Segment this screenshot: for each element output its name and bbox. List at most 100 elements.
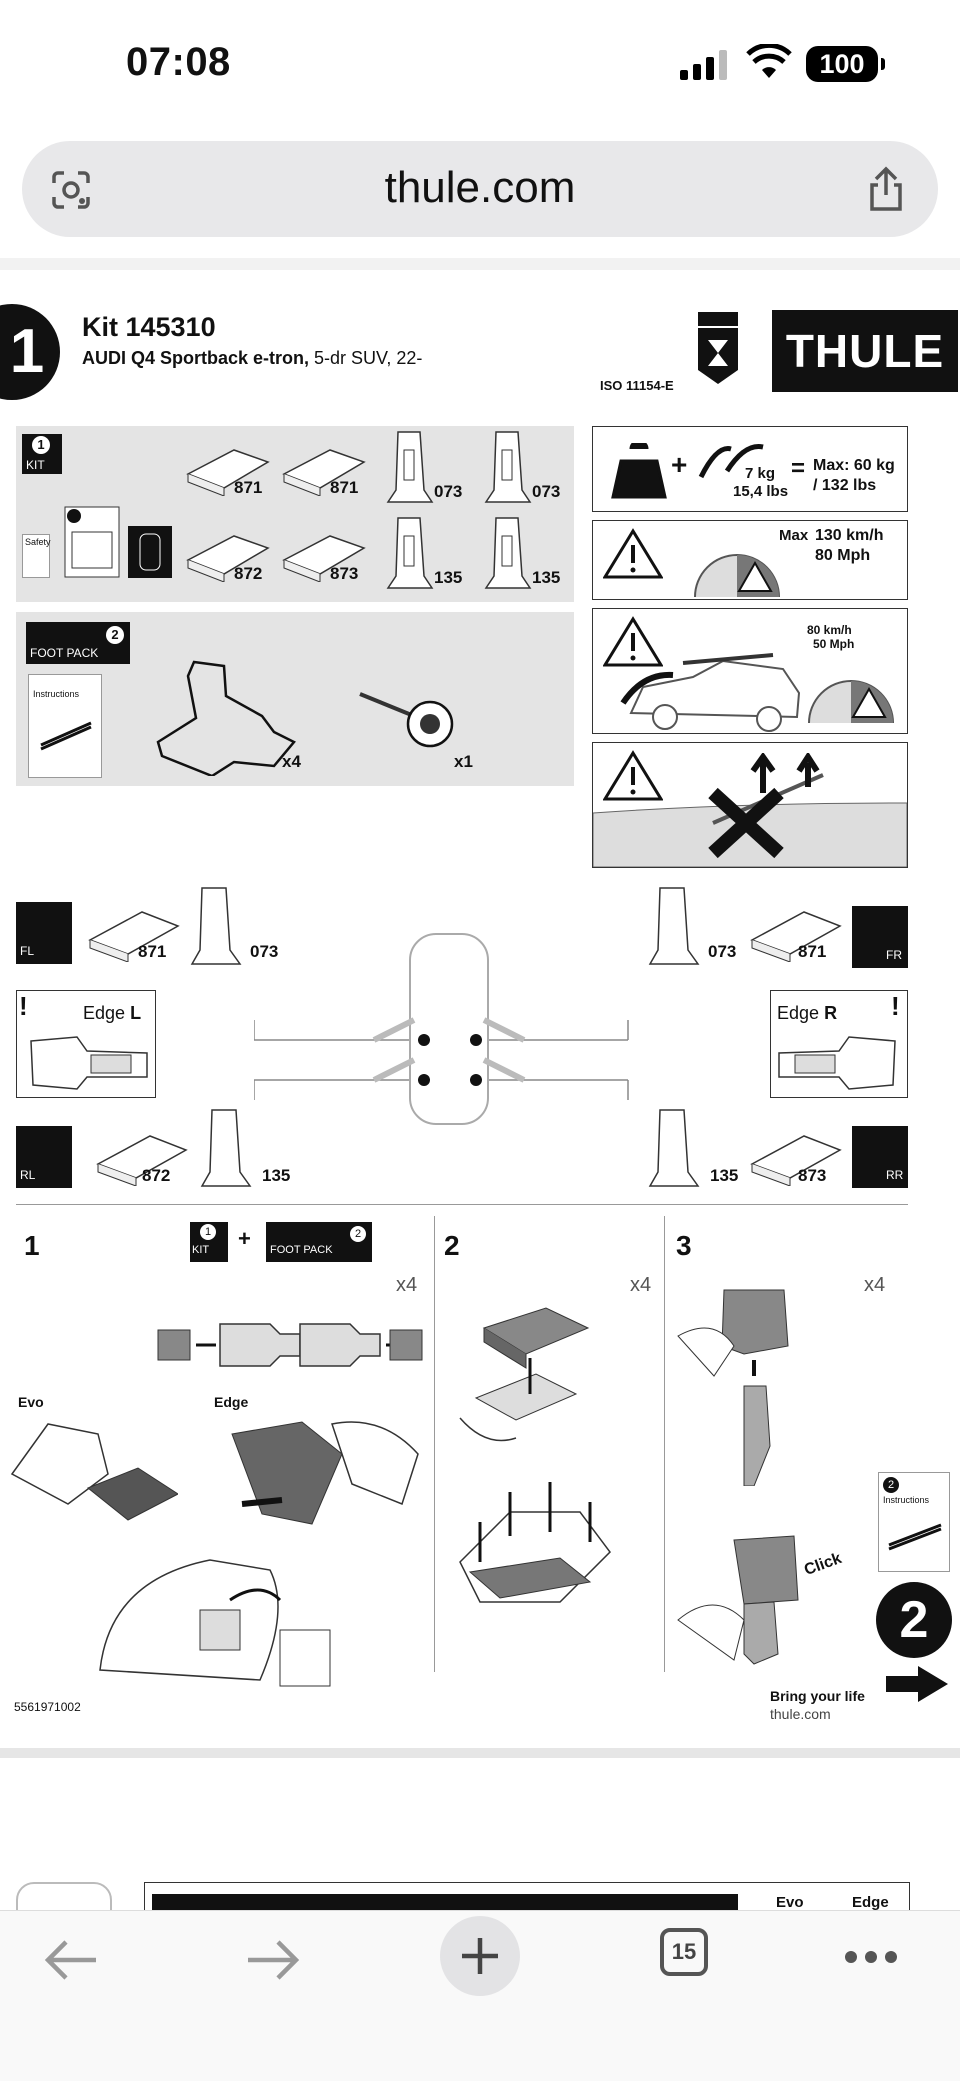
warning-icon	[603, 616, 663, 667]
roof-bar-icon	[888, 1523, 942, 1551]
part-number: 871	[798, 942, 827, 961]
load-capacity-box: + 7 kg 15,4 lbs = Max: 60 kg / 132 lbs	[592, 426, 908, 512]
back-arrow-icon[interactable]	[42, 1938, 98, 1982]
iso-label: ISO 11154-E	[600, 378, 674, 393]
plus-icon	[462, 1938, 498, 1974]
evo-label: Evo	[18, 1394, 44, 1410]
step-1-quantity: x4	[396, 1274, 418, 1296]
status-bar: 07:08 100	[0, 0, 960, 130]
guarantee-badge-icon	[698, 312, 738, 384]
instructions-booklet: Instructions	[28, 674, 102, 778]
bracket-illustration	[386, 431, 434, 503]
part-number: 135	[262, 1166, 291, 1185]
roof-bar-icon	[40, 721, 92, 751]
part-number: 073	[532, 482, 561, 501]
part-number: 872	[142, 1166, 171, 1185]
evo-foot-illustration	[10, 1423, 178, 1521]
foot-pack-panel: 2 FOOT PACK Instructions x4 x1	[16, 612, 574, 786]
key-tool-illustration	[359, 692, 454, 748]
share-icon[interactable]	[866, 165, 906, 213]
max-load-lbs: / 132 lbs	[813, 477, 877, 494]
equals-sign: =	[791, 455, 806, 482]
thule-logo: THULE	[772, 310, 958, 392]
pad-illustration	[186, 449, 270, 496]
new-tab-button[interactable]	[440, 1916, 520, 1996]
pad-press-illustration	[459, 1482, 611, 1603]
safety-sheet: Safety	[22, 534, 51, 578]
part-number: 873	[330, 564, 359, 583]
edge-right-box: ! Edge R	[770, 990, 908, 1098]
edge-foot-illustration	[778, 1036, 896, 1090]
position-rl: RL	[16, 1126, 72, 1188]
address-bar[interactable]: thule.com	[22, 141, 938, 237]
warning-icon	[603, 750, 663, 801]
step-number-badge: 1	[0, 304, 60, 400]
warning-icon	[603, 528, 663, 579]
load-lbs: 15,4 lbs	[733, 483, 789, 500]
step-1-number: 1	[24, 1230, 40, 1261]
divider	[16, 1204, 908, 1205]
foot-quantity: x4	[282, 752, 301, 771]
edge-foot-illustration	[30, 1036, 148, 1090]
bracket-illustration	[484, 517, 532, 589]
pad-illustration	[750, 1135, 842, 1186]
cellular-signal-icon	[680, 50, 727, 80]
pdf-viewer[interactable]: 1 Kit 145310 AUDI Q4 Sportback e-tron, 5…	[0, 258, 960, 1758]
bracket-illustration	[484, 431, 532, 503]
instruction-sheet: 1 Kit 145310 AUDI Q4 Sportback e-tron, 5…	[0, 270, 960, 1758]
click-in-illustration	[677, 1535, 799, 1665]
no-lift-warning-box	[592, 742, 908, 868]
clock: 07:08	[126, 40, 231, 84]
vehicle-card-illustration	[128, 526, 172, 578]
caution-mark: !	[891, 991, 900, 1021]
step-2-quantity: x4	[630, 1274, 652, 1296]
step-3-quantity: x4	[864, 1274, 886, 1296]
part-number: 073	[250, 942, 279, 961]
bracket-illustration	[190, 887, 242, 965]
instruction-booklet-illustration	[64, 506, 120, 578]
bracket-illustration	[648, 887, 700, 965]
car-with-roofrack-illustration	[620, 653, 801, 732]
tab-switcher-button[interactable]: 15	[660, 1928, 708, 1976]
speedometer-icon	[694, 554, 780, 598]
bracket-insert-illustration	[677, 1289, 789, 1486]
url-text[interactable]: thule.com	[384, 163, 576, 212]
position-check-illustration	[99, 1559, 331, 1687]
kit-header: 1 KIT	[22, 434, 62, 474]
max-load: Max: 60 kg	[813, 457, 895, 474]
forward-arrow-icon[interactable]	[246, 1938, 302, 1982]
bracket-illustration	[648, 1109, 700, 1187]
google-lens-icon[interactable]	[50, 169, 92, 211]
next-step-badge[interactable]: 2	[876, 1582, 952, 1658]
car-speed-warning-box: 80 km/h 50 Mph	[592, 608, 908, 734]
position-rr: RR	[852, 1126, 908, 1188]
wifi-icon	[746, 44, 792, 78]
part-number: 873	[798, 1166, 827, 1185]
battery-indicator: 100	[806, 46, 885, 82]
tagline: Bring your life	[770, 1688, 865, 1704]
disassemble-foot-illustration	[157, 1323, 423, 1367]
step-divider	[434, 1216, 435, 1672]
speed-max-label: Max	[779, 527, 809, 544]
load-kg: 7 kg	[745, 465, 776, 482]
more-options-icon[interactable]	[845, 1950, 897, 1964]
next-page-preview: Evo Edge	[0, 1786, 960, 1922]
edge-label: Edge	[214, 1394, 249, 1410]
pad-illustration	[750, 911, 842, 962]
prohibited-lift-illustration	[593, 753, 907, 867]
position-fr: FR	[852, 906, 908, 968]
roof-bars-icon	[698, 444, 764, 479]
edge-left-label: Edge L	[83, 1003, 142, 1023]
step-divider	[664, 1216, 665, 1672]
edge-foot-hand-illustration	[231, 1421, 419, 1525]
plus-sign: +	[238, 1226, 251, 1251]
arrow-right-icon[interactable]	[884, 1664, 950, 1704]
tool-quantity: x1	[454, 752, 473, 771]
pad-illustration	[88, 911, 180, 962]
part-number: 073	[434, 482, 463, 501]
part-number: 073	[708, 942, 737, 961]
position-fl: FL	[16, 902, 72, 964]
part-number: 871	[330, 478, 359, 497]
weight-icon	[611, 443, 667, 499]
part-number: 135	[710, 1166, 739, 1185]
